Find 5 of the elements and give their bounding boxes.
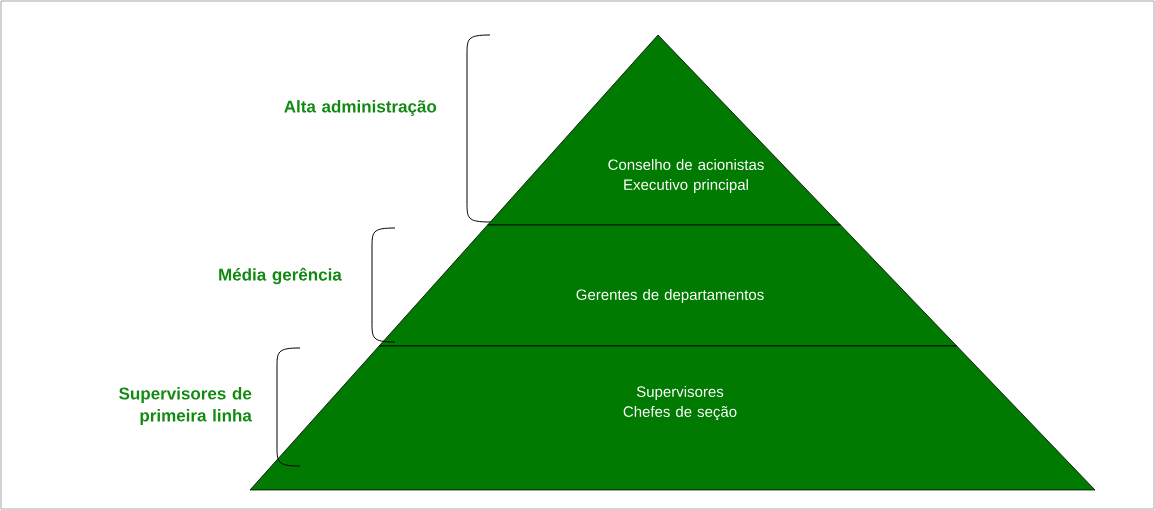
tier-label: Alta administração bbox=[284, 100, 437, 116]
pyramid-tier: Gerentes de departamentos bbox=[378, 224, 958, 347]
pyramid-tier: Conselho de acionistas Executivo principal bbox=[487, 34, 841, 226]
tier-label: Supervisores de primeira linha bbox=[119, 387, 252, 425]
tier-label: Média gerência bbox=[219, 267, 342, 285]
